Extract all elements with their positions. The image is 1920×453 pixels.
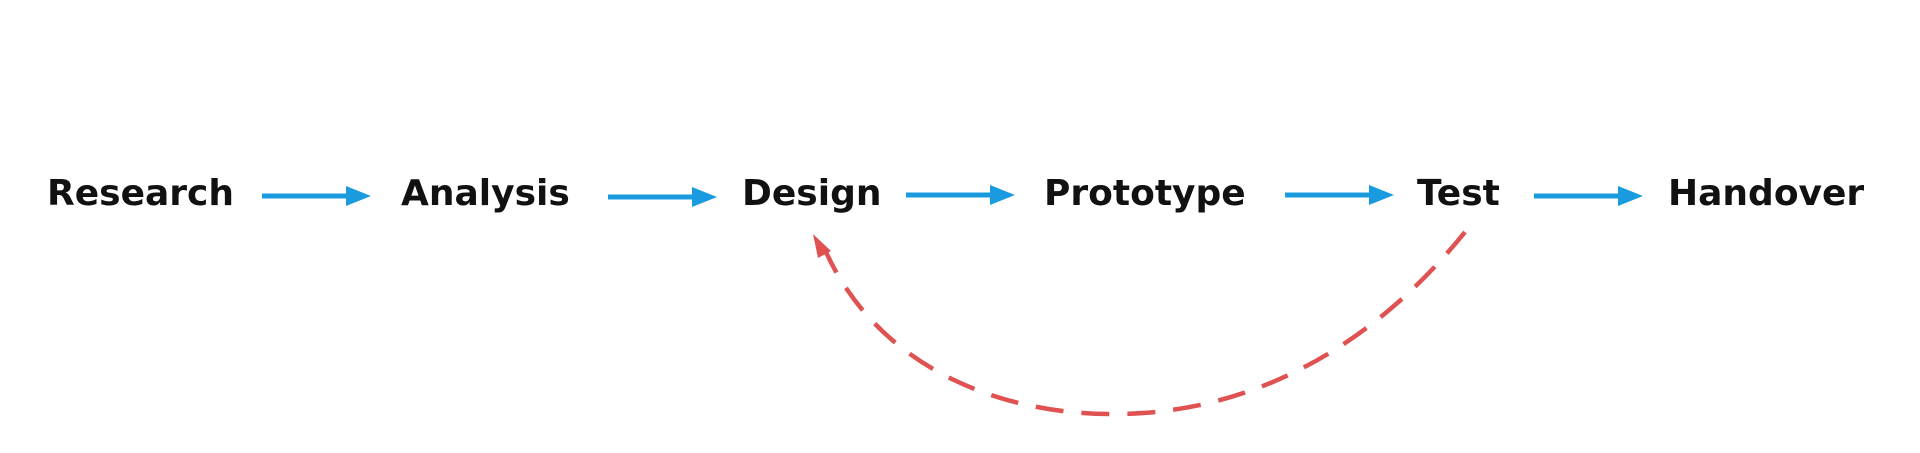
arrow-design-to-prototype: [906, 185, 1015, 205]
loop-arrow-test-to-design: [813, 230, 1467, 417]
step-test: Test: [1417, 173, 1500, 214]
step-analysis: Analysis: [401, 173, 570, 214]
step-design: Design: [742, 173, 881, 214]
arrow-test-to-handover: [1534, 186, 1643, 206]
step-research: Research: [47, 173, 234, 214]
step-prototype: Prototype: [1044, 173, 1246, 214]
step-handover: Handover: [1668, 173, 1864, 214]
loop-arrowhead: [813, 234, 831, 258]
arrow-prototype-to-test: [1285, 185, 1394, 205]
arrow-analysis-to-design: [608, 187, 717, 207]
arrow-research-to-analysis: [262, 186, 371, 206]
